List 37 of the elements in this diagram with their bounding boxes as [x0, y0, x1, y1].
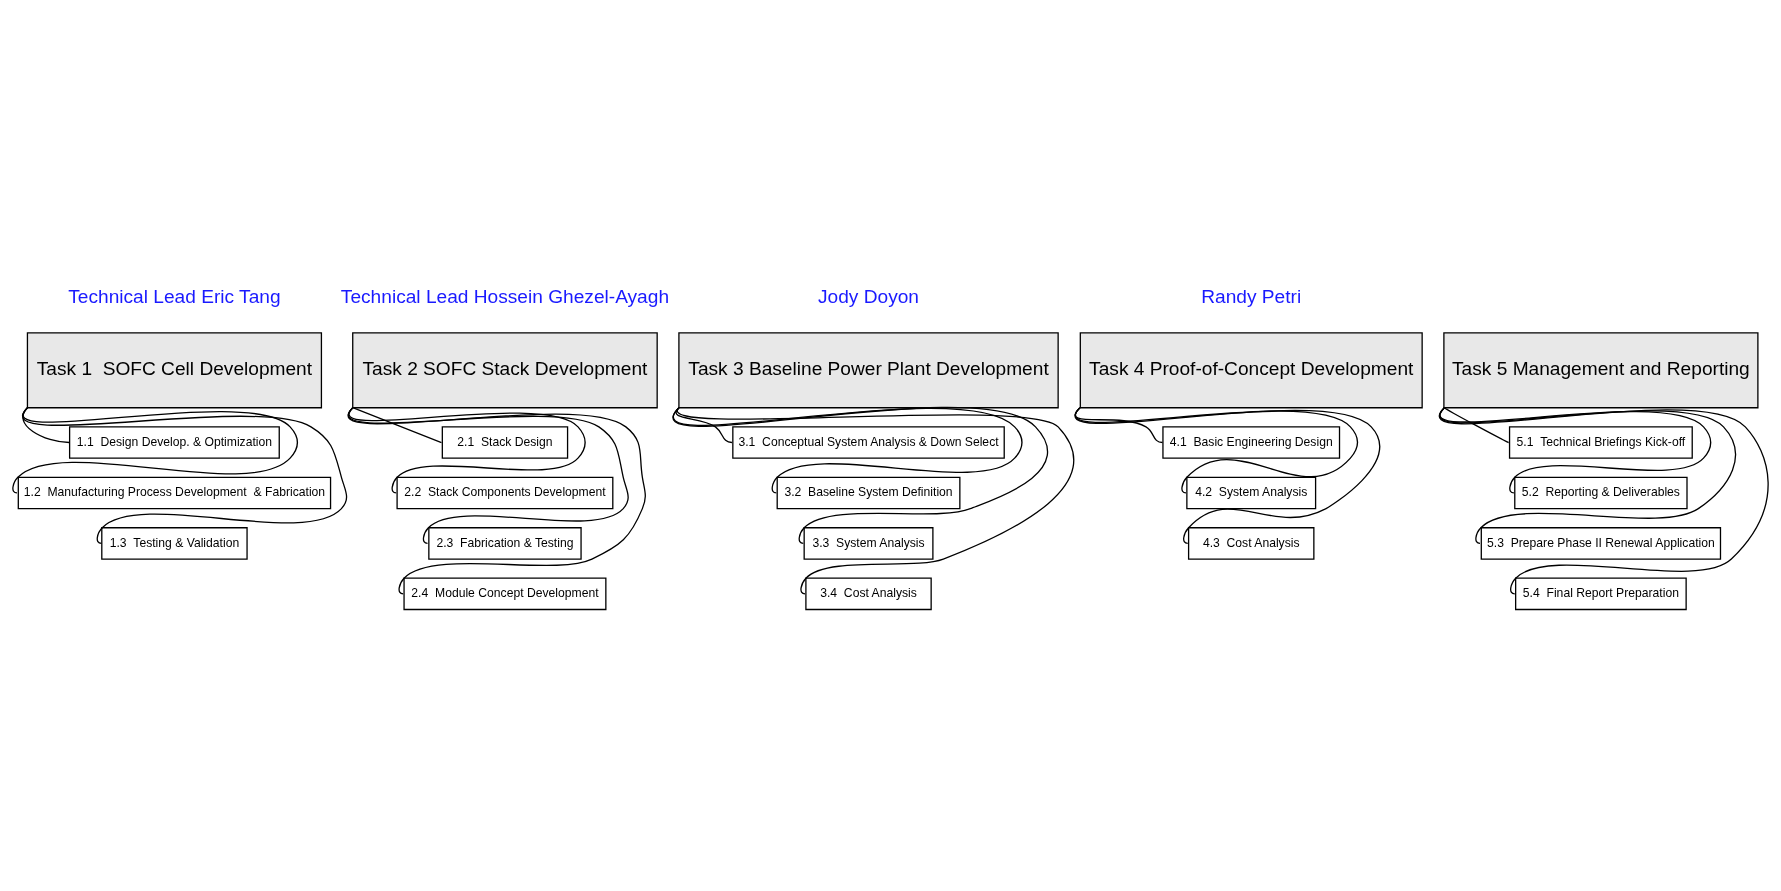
node-box: Task 4 Proof-of-Concept Development [1079, 331, 1423, 408]
node-box: 3.1 Conceptual System Analysis & Down Select [732, 425, 1005, 459]
node-box: 3.2 Baseline System Definition [776, 476, 961, 509]
connector [672, 406, 1048, 544]
node-box: 4.3 Cost Analysis [1187, 526, 1315, 560]
node-box: Task 5 Management and Reporting [1443, 331, 1759, 408]
node-box: 2.2 Stack Components Development [396, 476, 614, 509]
node-box: 5.3 Prepare Phase II Renewal Application [1480, 526, 1722, 560]
label: Randy Petri [1201, 285, 1302, 307]
node-box: 2.3 Fabrication & Testing [428, 526, 582, 560]
label: Technical Lead Eric Tang [68, 285, 281, 307]
connector [1439, 406, 1737, 544]
connector [352, 406, 443, 443]
label: Technical Lead Hossein Ghezel-Ayagh [340, 285, 670, 307]
connector [1439, 406, 1712, 494]
node-box: 4.2 System Analysis [1186, 476, 1317, 509]
connector [21, 406, 348, 544]
node-box: 1.2 Manufacturing Process Development & Fabrication [17, 476, 332, 509]
connector [672, 406, 1023, 494]
connector [347, 406, 646, 594]
node-box: Task 1 SOFC Cell Development [26, 331, 323, 408]
node-box: 4.1 Basic Engineering Design [1162, 425, 1341, 459]
connector [1443, 406, 1510, 443]
node-box: 3.4 Cost Analysis [805, 577, 932, 610]
node-box: Task 2 SOFC Stack Development [352, 331, 658, 408]
node-box: 1.3 Testing & Validation [101, 526, 248, 560]
label: Jody Doyon [818, 285, 920, 307]
node-box: 5.4 Final Report Preparation [1515, 577, 1687, 610]
node-box: 5.2 Reporting & Deliverables [1514, 476, 1688, 509]
node-box: Task 3 Baseline Power Plant Development [678, 331, 1059, 408]
node-box: 2.1 Stack Design [441, 425, 569, 459]
node-box: 1.1 Design Develop. & Optimization [68, 425, 280, 459]
node-box: 2.4 Module Concept Development [403, 577, 607, 610]
node-box: 5.1 Technical Briefings Kick-off [1508, 425, 1693, 459]
node-box: 3.3 System Analysis [803, 526, 934, 560]
connector [348, 406, 586, 494]
connector [347, 406, 629, 544]
